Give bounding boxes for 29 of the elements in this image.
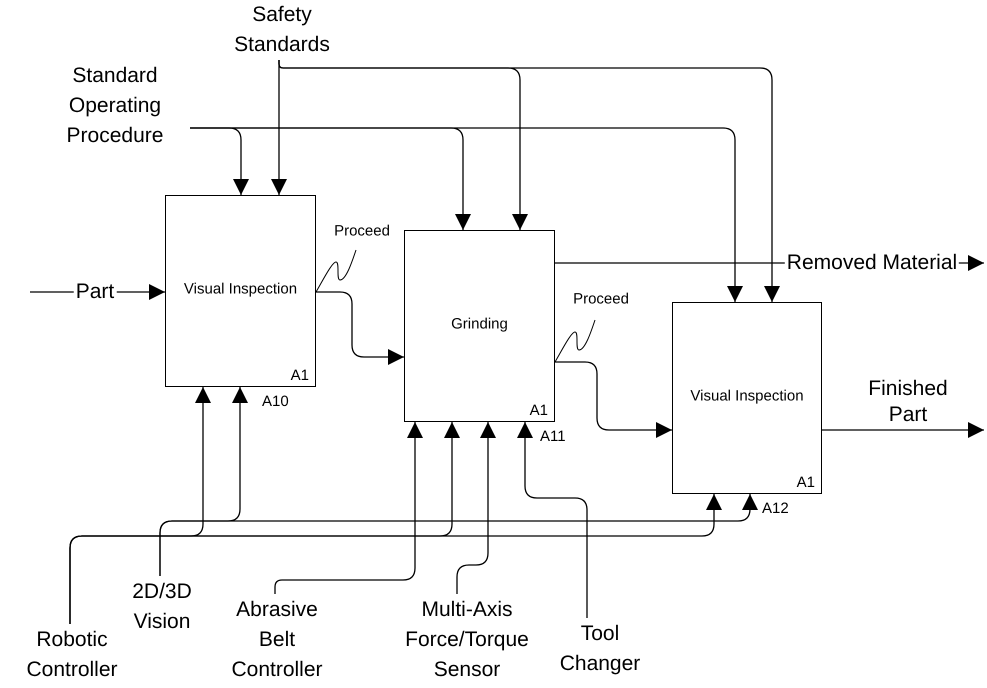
arrow [316,291,404,365]
node-number: A10 [262,393,289,410]
node-label: Standard Operating Procedure [40,58,190,154]
node-label: Multi-Axis Force/Torque Sensor [378,594,556,686]
arrow [517,422,588,618]
arrow [69,494,722,624]
process-box [672,302,822,494]
node-number: A1 [290,367,309,384]
arrow [822,422,984,438]
node-number: A1 [530,402,548,419]
edge-label: Finished Part [867,376,949,428]
arrow [278,60,780,302]
arrow [190,127,743,302]
node-number: A1 [796,474,815,491]
process-title: Grinding [450,314,509,334]
arrow [456,422,496,594]
node-label: Safety Standards [222,0,342,60]
arrow [159,494,758,576]
node-number: A11 [540,428,566,445]
node-label: Tool Changer [560,618,640,680]
process-box [404,230,555,422]
edge-label: Proceed [572,290,630,308]
process-title: Visual Inspection [689,386,805,406]
node-number: A12 [762,500,789,517]
node-label: Abrasive Belt Controller [222,594,332,686]
process-title: Visual Inspection [182,279,298,300]
arrow [555,361,672,438]
process-box [165,195,316,387]
edge-label: Proceed [333,222,391,240]
